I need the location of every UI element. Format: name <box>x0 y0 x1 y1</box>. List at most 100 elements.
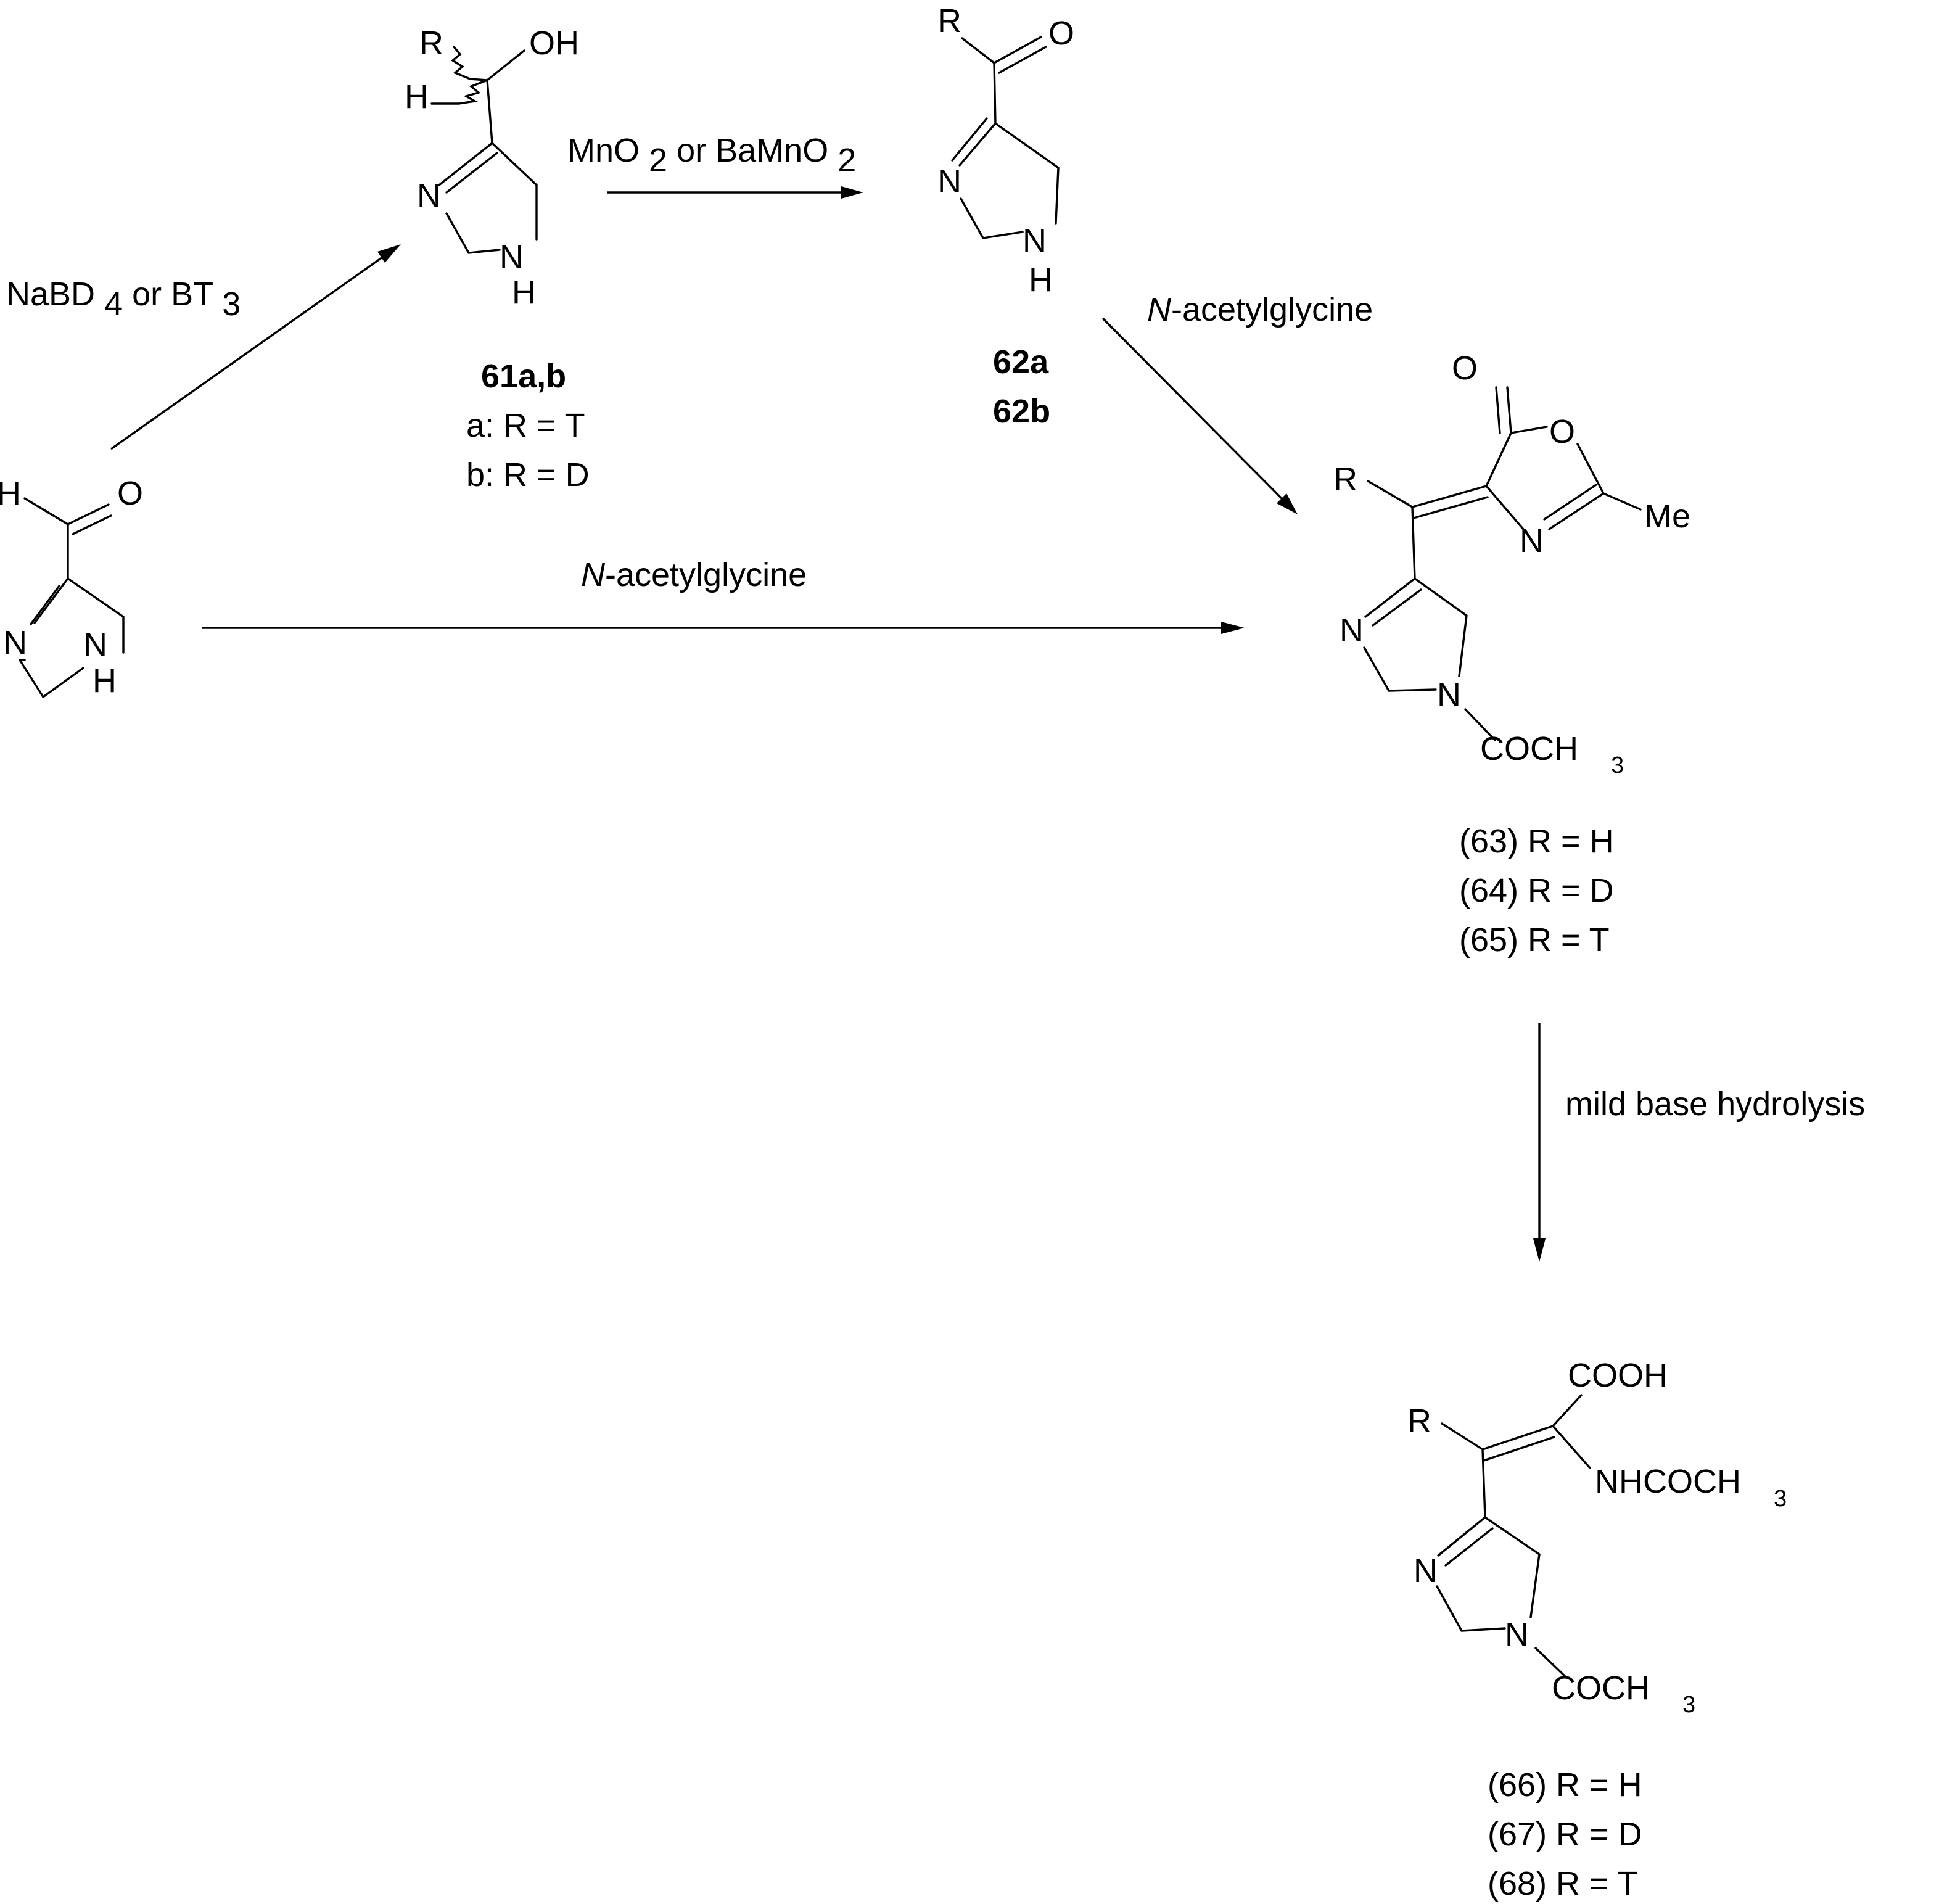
reagent-hydrolysis: mild base hydrolysis <box>1565 1086 1865 1123</box>
reagent-subscript: 3 <box>222 286 241 323</box>
compound-61-label: 61a,b a: R = T b: R = D <box>466 358 590 493</box>
variant-value: ) R = T <box>1536 1865 1638 1902</box>
svg-text:(63) R = H: (63) R = H <box>1459 823 1614 860</box>
reagent-condensation-upper: N-acetylglycine <box>1147 291 1373 328</box>
variant-key: b: <box>466 456 494 493</box>
reagent-text: -acetylglycine <box>1171 291 1373 328</box>
bond <box>1436 1394 1591 1679</box>
atom-label: COOH <box>1568 1357 1668 1394</box>
paren: ( <box>1488 1766 1499 1803</box>
compound-number: 63 <box>1470 823 1507 860</box>
variant-value: ) R = D <box>1507 872 1614 909</box>
variant-value: ) R = D <box>1536 1816 1642 1853</box>
atom-label: N <box>1340 612 1364 649</box>
atom-label: N <box>500 239 524 276</box>
variant-value: R = T <box>494 407 585 444</box>
svg-text:a: R = T: a: R = T <box>466 407 585 444</box>
bond <box>1363 386 1642 741</box>
reagent-text: or BaMnO <box>677 132 828 169</box>
svg-text:NaBD 4 or BT: NaBD 4 or BT 3 <box>6 276 241 323</box>
compound-number: 61a,b <box>481 358 566 395</box>
svg-text:b: R = D: b: R = D <box>466 456 590 493</box>
imidazole-carbaldehyde: H O N N H <box>0 475 143 699</box>
svg-text:(65) R = T: (65) R = T <box>1459 921 1610 958</box>
reagent-text: -acetylglycine <box>605 556 807 593</box>
reagent-oxidation: MnO 2 or BaMnO 2 <box>567 132 856 179</box>
compound-63-65-label: (63) R = H (64) R = D (65) R = T <box>1459 823 1614 958</box>
arrow-hydrolysis <box>1533 1023 1546 1262</box>
variant-value: ) R = H <box>1536 1766 1642 1803</box>
compound-number: 68 <box>1499 1865 1536 1902</box>
atom-label: R <box>1407 1403 1431 1440</box>
svg-text:N-acetylglycine: N-acetylglycine <box>1147 291 1373 328</box>
atom-label: O <box>1048 15 1074 52</box>
paren: ( <box>1488 1865 1499 1902</box>
atom-label: H <box>512 274 536 311</box>
arrow-aldehyde-to-azlactone <box>202 622 1245 634</box>
atom-label: H <box>1029 262 1053 299</box>
compound-number: 62b <box>993 393 1050 430</box>
compound-number: 64 <box>1470 872 1507 909</box>
atom-label: N <box>1414 1552 1438 1589</box>
bond <box>430 46 538 254</box>
reagent-text: NaBD <box>6 276 95 313</box>
svg-text:(67) R = D: (67) R = D <box>1488 1816 1642 1853</box>
paren: ( <box>1459 823 1470 860</box>
atom-label: N <box>937 163 961 200</box>
reagent-reduction: NaBD 4 or BT 3 <box>6 276 241 323</box>
atom-label: N <box>1505 1616 1529 1653</box>
reagent-text: mild base hydrolysis <box>1565 1086 1865 1123</box>
paren: ( <box>1459 921 1470 958</box>
atom-label: COCH <box>1552 1670 1650 1707</box>
compound-66-68-label: (66) R = H (67) R = D (68) R = T <box>1488 1766 1642 1902</box>
atom-label: R <box>937 2 961 39</box>
variant-key: a: <box>466 407 494 444</box>
svg-text:MnO 2 or BaMnO: MnO 2 or BaMnO 2 <box>567 132 856 179</box>
atom-label: 3 <box>1682 1692 1695 1718</box>
bond <box>951 36 1060 239</box>
atom-label: N <box>3 624 27 661</box>
svg-text:(64) R = D: (64) R = D <box>1459 872 1614 909</box>
reagent-subscript: 2 <box>649 142 667 179</box>
atom-label: 3 <box>1611 752 1624 778</box>
paren: ( <box>1488 1816 1499 1853</box>
atom-label: N <box>1023 222 1047 259</box>
compound-number: 65 <box>1470 921 1507 958</box>
svg-text:N-acetylglycine: N-acetylglycine <box>581 556 807 593</box>
atom-label: H <box>0 475 21 512</box>
atom-label: Me <box>1644 498 1690 535</box>
atom-label: R <box>1333 461 1357 498</box>
compound-62-structure: R O N N H <box>937 2 1074 299</box>
atom-label: H <box>93 662 117 699</box>
compound-number: 67 <box>1499 1816 1536 1853</box>
atom-label: 3 <box>1774 1486 1787 1512</box>
compound-62-label: 62a 62b <box>993 344 1050 430</box>
azlactone-63-65-structure: O O R Me N N N COCH 3 <box>1333 350 1690 778</box>
arrow-reduction <box>110 244 401 450</box>
reagent-italic: N <box>581 556 606 593</box>
atom-label: O <box>117 475 143 512</box>
atom-label: COCH <box>1480 730 1578 767</box>
compound-number: 62a <box>993 344 1049 381</box>
atom-label: R <box>419 25 443 62</box>
paren: ( <box>1459 872 1470 909</box>
atom-label: OH <box>529 25 579 62</box>
atom-label: N <box>1437 677 1461 714</box>
bond <box>19 497 125 698</box>
reagent-condensation-lower: N-acetylglycine <box>581 556 807 593</box>
variant-value: ) R = H <box>1507 823 1614 860</box>
arrow-oxidation <box>607 186 863 199</box>
svg-text:(68) R = T: (68) R = T <box>1488 1865 1638 1902</box>
reagent-subscript: 4 <box>104 286 123 323</box>
arrow-ketone-to-azlactone <box>1101 317 1298 514</box>
variant-value: ) R = T <box>1507 921 1610 958</box>
reagent-text: or BT <box>132 276 213 313</box>
svg-text:(66) R = H: (66) R = H <box>1488 1766 1642 1803</box>
reagent-subscript: 2 <box>838 142 856 179</box>
atom-label: NHCOCH <box>1595 1463 1741 1500</box>
atom-label: O <box>1549 413 1575 450</box>
variant-value: R = D <box>494 456 590 493</box>
reagent-italic: N <box>1147 291 1172 328</box>
compound-number: 66 <box>1499 1766 1536 1803</box>
